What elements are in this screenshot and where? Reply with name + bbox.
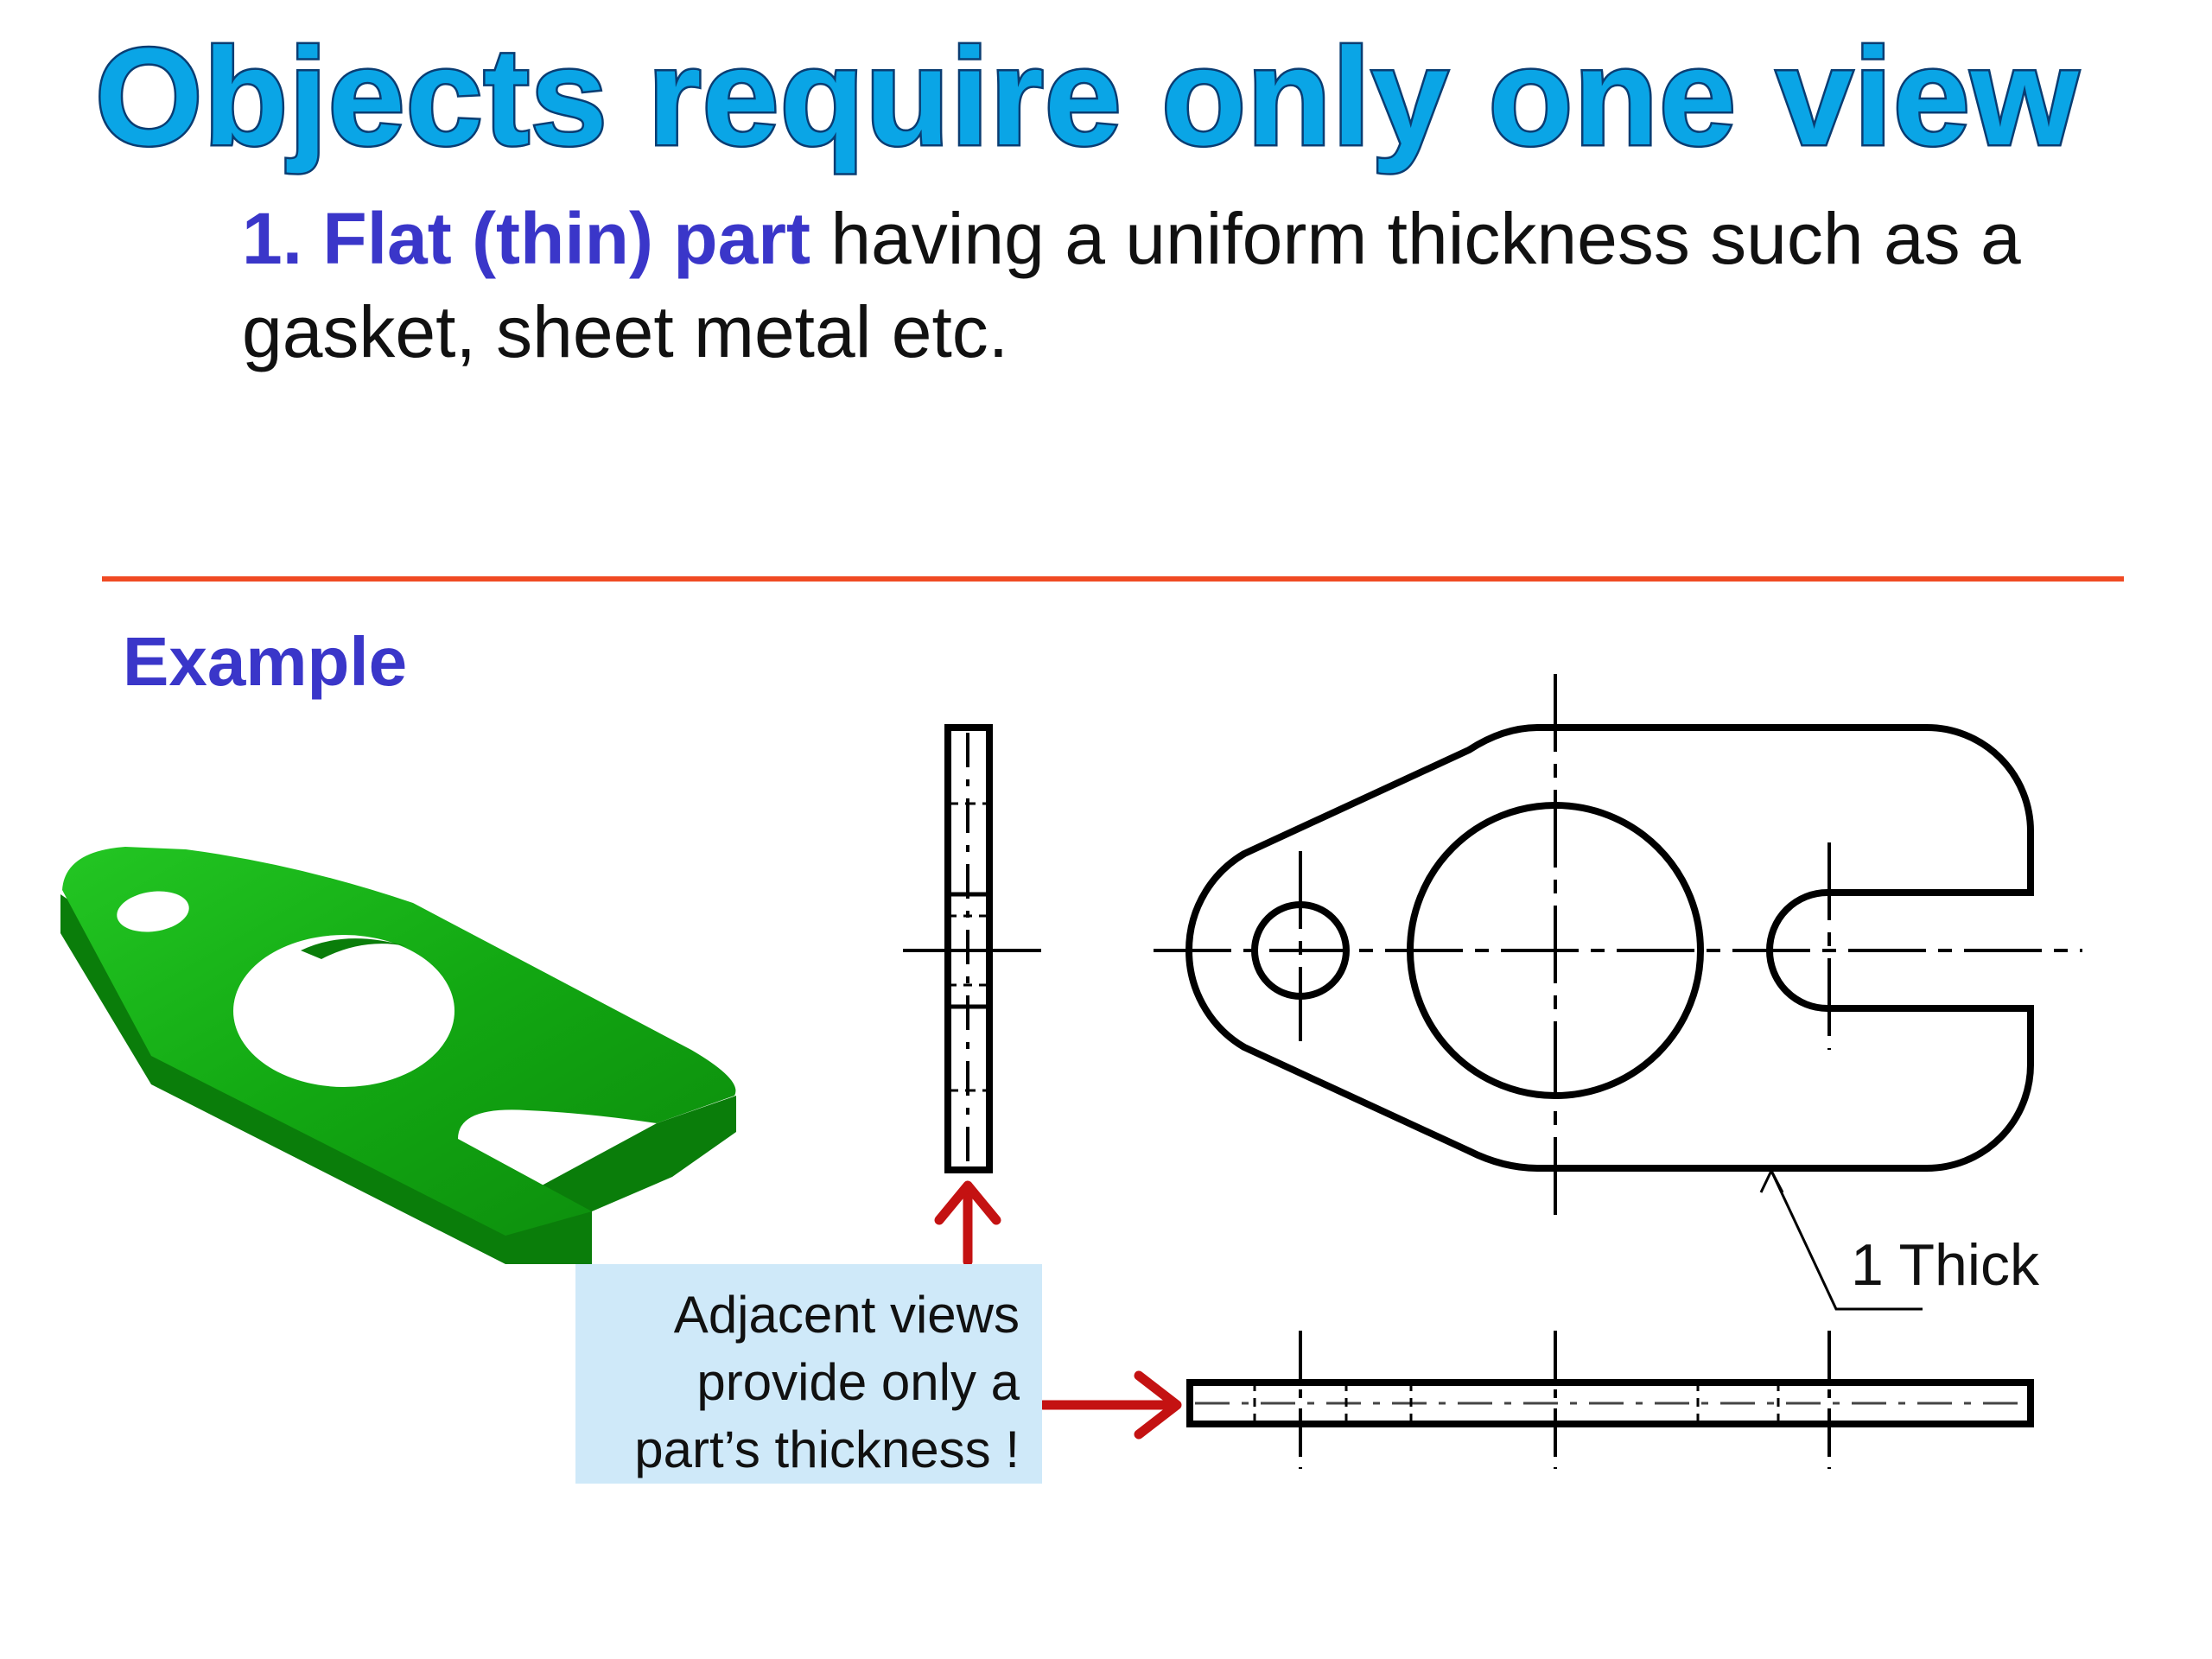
top-view [1186,1331,2034,1469]
part-large-hole [233,935,454,1087]
callout-box: Adjacent views provide only a part’s thi… [575,1264,1042,1484]
divider-line [102,576,2124,582]
part-edge [60,894,736,1264]
front-view [1154,674,2082,1227]
thickness-note: 1 Thick [1851,1232,2039,1298]
part-hole-wall [301,938,406,959]
callout-line-3: part’s thickness ! [634,1421,1020,1478]
description-text: 1. Flat (thin) part having a uniform thi… [242,192,2100,378]
top-view-outline [1186,1379,2034,1427]
isometric-part [60,847,736,1264]
callout-line-1: Adjacent views [673,1286,1020,1344]
leader-line [1759,1167,1923,1311]
side-view [903,724,1041,1173]
part-small-hole [117,891,189,932]
front-view-outline [1185,724,2034,1172]
slide-title: Objects require only one view [92,18,2080,175]
description-highlight: 1. Flat (thin) part [242,198,810,279]
red-arrows [934,1180,1182,1440]
callout-line-2: provide only a [696,1353,1020,1411]
example-label: Example [123,623,408,700]
description-rest: having a uniform thickness such as a gas… [242,198,2021,372]
